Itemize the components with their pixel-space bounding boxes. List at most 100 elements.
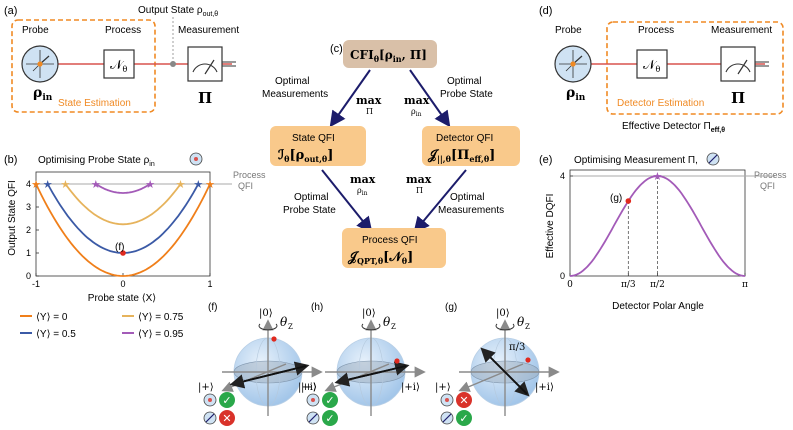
measurement-badge-icon: [306, 411, 320, 425]
measurement-label: Measurement: [178, 25, 239, 36]
probe-label-d: Probe: [555, 25, 582, 36]
check-icon: [456, 410, 472, 426]
y-tick-label: 4: [26, 179, 31, 189]
measurement-badge-icon: [440, 411, 454, 425]
right-top-label-1: Optimal: [447, 76, 481, 87]
series-star-2-1: ★: [176, 178, 186, 191]
state-estimation-caption: State Estimation: [58, 98, 131, 109]
panel-b: (b) Optimising Probe State ρin Process Q…: [4, 152, 266, 304]
cfi-expression: CFIθ[ρin, Π]: [350, 48, 427, 64]
probe-mini-icon: [189, 152, 203, 166]
mini-needle: [308, 413, 318, 423]
check-mark: ✓: [325, 412, 334, 425]
process-box-d: [636, 49, 668, 79]
right-bottom-label-1: Optimal: [450, 192, 484, 203]
rho-in-label-d: ρin: [566, 85, 586, 103]
check-icon: [322, 410, 338, 426]
panel-b-process-qfi-2: QFI: [238, 181, 253, 191]
left-bottom-label-1: Optimal: [294, 192, 328, 203]
process-symbol-d: 𝒩θ: [643, 58, 660, 74]
panel-c: (c) CFIθ[ρin, Π] Optimal Measurements Op…: [262, 40, 520, 268]
left-top-label-2: Measurements: [262, 89, 328, 100]
panel-e-title: Optimising Measurement Π,: [574, 155, 698, 166]
series-line-2: [64, 183, 182, 226]
panel-c-label: (c): [330, 43, 343, 55]
y-tick-label: 4: [560, 171, 565, 181]
series-star-3-1: ★: [145, 178, 155, 191]
arrow-state-to-process: [321, 169, 373, 234]
process-box: [103, 49, 135, 79]
measurement-vector-back: [334, 365, 407, 387]
y-tick-label: 3: [26, 202, 31, 212]
check-icon: [219, 392, 235, 408]
panel-e-xlabel: Detector Polar Angle: [612, 301, 704, 312]
panel-a: (a) State Estimation Probe Process Measu…: [4, 5, 239, 113]
measurement-pi: Π: [198, 89, 212, 107]
theta-z-label: θ: [383, 315, 391, 329]
sphere-label: (h): [311, 302, 323, 313]
state-point: [394, 358, 400, 364]
effective-detector-label: Effective Detector Πeff,θ: [622, 121, 725, 134]
ket-plus-i-label: |+i⟩: [401, 382, 420, 393]
detector-estimation-box: [606, 21, 784, 115]
rotation-arrow-icon: [495, 323, 515, 331]
probe-icon-d: [554, 45, 592, 83]
max-pi-bottom-sub: Π: [416, 186, 423, 195]
series-star-2-0: ★: [61, 178, 71, 191]
ket-plus-i-label: |+i⟩: [535, 382, 554, 393]
y-tick-label: 1: [26, 248, 31, 258]
measurement-label-d: Measurement: [711, 25, 772, 36]
panel-b-ylabel: Output State QFI: [7, 180, 18, 256]
x-tick-label: π/2: [650, 280, 665, 290]
x-tick-label: -1: [32, 279, 40, 289]
detector-estimation-caption: Detector Estimation: [617, 98, 704, 109]
panel-b-point-label: (f): [115, 242, 124, 253]
ket-zero-label: |0⟩: [496, 308, 510, 319]
series-star-1-0: ★: [43, 178, 53, 191]
x-tick-label: π: [742, 280, 748, 290]
x-tick-label: 1: [207, 279, 212, 289]
arrow-detector-to-process: [413, 169, 467, 234]
meter-icon: [187, 46, 236, 82]
theta-z-sub: Z: [391, 323, 396, 331]
measurement-badge-icon: [203, 411, 217, 425]
panel-e-point-label: (g): [610, 193, 622, 204]
ket-zero-label: |0⟩: [259, 308, 273, 319]
state-point: [525, 357, 531, 363]
state-qfi-node: [270, 126, 366, 166]
arrow-cfi-to-detector: [409, 69, 451, 128]
theta-z-label: θ: [280, 315, 288, 329]
mini-needle: [205, 413, 215, 423]
ket-plus-label: |+⟩: [198, 382, 214, 393]
panel-d: (d) Detector Estimation Probe Process Me…: [539, 5, 784, 134]
rho-in-label: ρin: [33, 85, 53, 103]
y-tick-label: 2: [26, 225, 31, 235]
detector-qfi-expression: 𝒥||,θ[Πeff,θ]: [427, 148, 495, 164]
theta-z-label: θ: [517, 315, 525, 329]
process-qfi-title: Process QFI: [362, 235, 418, 246]
panel-e-process-qfi-1: Process: [754, 170, 787, 180]
legend-label-1: ⟨Y⟩ = 0.75: [138, 312, 184, 323]
panel-b-title: Optimising Probe State ρin: [38, 155, 155, 168]
mini-dot: [445, 398, 449, 402]
max-pi-bottom: max: [406, 173, 432, 186]
x-tick-label: π/3: [621, 280, 636, 290]
right-top-label-2: Probe State: [440, 89, 493, 100]
series-line-0: [35, 183, 211, 277]
y-tick-label: 0: [560, 271, 565, 281]
theta-z-sub: Z: [525, 323, 530, 331]
output-state-dot: [170, 61, 176, 67]
series-star-0-1: ★: [205, 178, 215, 191]
detector-qfi-node: [422, 126, 520, 166]
angle-label: π/3: [509, 342, 525, 353]
optimum-star: ★: [653, 170, 663, 183]
meter-icon-d: [720, 46, 769, 82]
series-star-1-1: ★: [193, 178, 203, 191]
sphere-label: (f): [208, 302, 217, 313]
panel-b-legend: ⟨Y⟩ = 0 ⟨Y⟩ = 0.75 ⟨Y⟩ = 0.5 ⟨Y⟩ = 0.95: [20, 312, 184, 340]
